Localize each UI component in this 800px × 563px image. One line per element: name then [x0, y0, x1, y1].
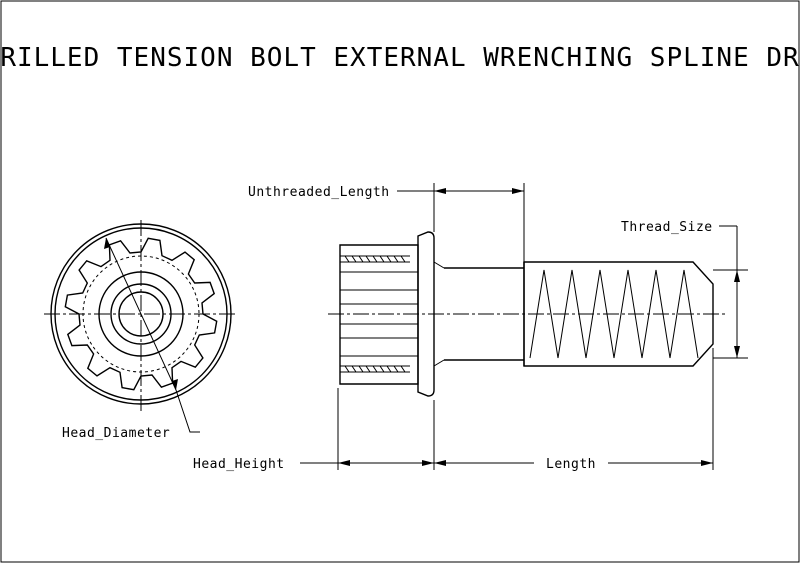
thread-size-arrow-bottom [734, 346, 740, 358]
spline-outline [64, 237, 218, 391]
head-outer-circle [50, 223, 232, 405]
head-diameter-line [105, 237, 177, 391]
unthreaded-length-arrow-right [512, 188, 524, 194]
head-diameter-arrow-bottom [172, 379, 178, 390]
flange-fillet-bottom [433, 359, 445, 367]
length-arrow-left [434, 460, 446, 466]
head-height-arrow-left [338, 460, 350, 466]
end-view [44, 220, 238, 433]
spline-tooth-hatch [344, 255, 406, 373]
thread-helix [529, 269, 699, 359]
inner-shank-circle [110, 283, 172, 345]
head-diameter-leader [175, 389, 200, 433]
head-height-arrow-right [422, 460, 434, 466]
side-view [328, 231, 728, 397]
flange-outline [417, 231, 435, 397]
length-label: Length [546, 457, 596, 472]
bore-circle [118, 291, 164, 337]
spline-root-circle [82, 255, 200, 373]
head-height-label: Head_Height [193, 457, 285, 472]
flange-fillet-top [433, 261, 445, 269]
head-flange-circle [54, 227, 228, 401]
unthreaded-length-arrow-left [434, 188, 446, 194]
unthreaded-length-label: Unthreaded_Length [248, 185, 390, 200]
head-diameter-label: Head_Diameter [62, 426, 170, 441]
drawing-title: UNDRILLED TENSION BOLT EXTERNAL WRENCHIN… [0, 43, 800, 73]
thread-size-label: Thread_Size [621, 220, 713, 235]
shank-circle [98, 271, 184, 357]
thread-size-arrow-top [734, 270, 740, 282]
length-arrow-right [701, 460, 713, 466]
head-diameter-arrow-top [104, 238, 110, 249]
